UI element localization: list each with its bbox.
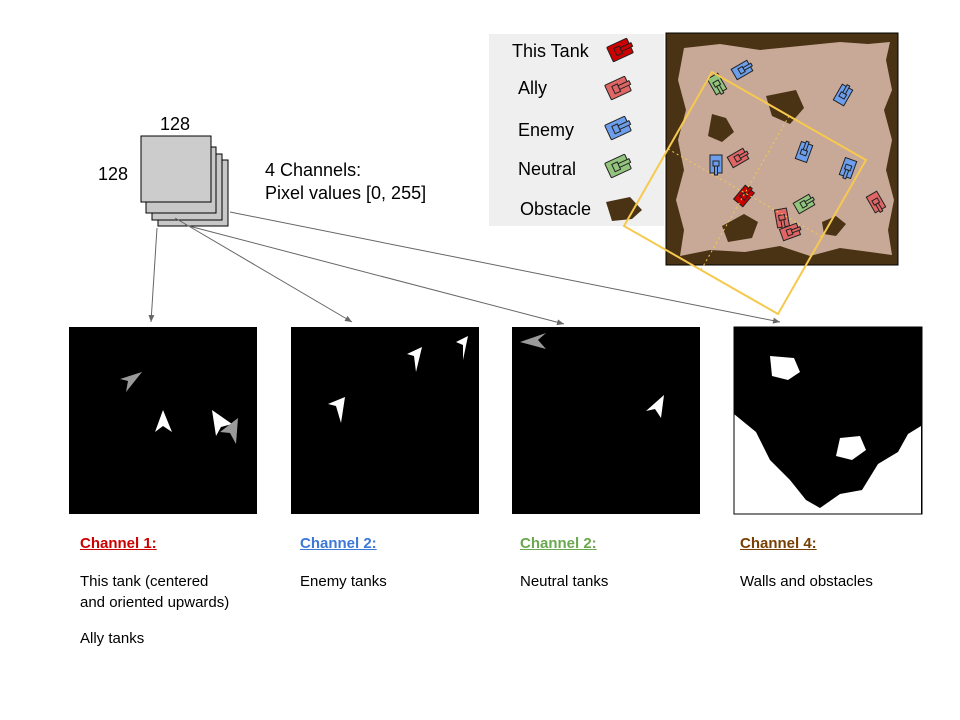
ch3-neutral-arrow [520,333,546,349]
channel-1-desc-line1: This tank (centered [80,573,209,590]
channel-3-desc: Neutral tanks [520,573,609,590]
map-enemy-tank [730,59,754,81]
legend-label-ally: Ally [518,78,548,98]
channel-1-desc-line4: Ally tanks [80,630,145,647]
ch2-enemy-arrow [456,336,468,360]
legend-label-neutral: Neutral [518,159,577,179]
stack-desc-line1: 4 Channels: [265,160,362,180]
channel-2-desc: Enemy tanks [300,573,387,590]
ch4-obstacle [836,436,866,460]
channel-stack-layers [140,135,229,227]
map-obstacle-4 [822,216,846,236]
map-ally-tank [865,190,887,214]
legend-label-enemy: Enemy [518,120,575,140]
legend-box [489,34,664,226]
map-obstacle-3 [722,214,758,242]
ch1-ally-arrow [220,418,238,444]
ch2-enemy-arrow [407,347,422,372]
map-enemy-tank [709,154,723,176]
map-neutral-tank [706,72,728,96]
channel-1-title: Channel 1: [80,535,157,552]
stack-height-label: 128 [98,164,129,184]
legend-label-obstacle: Obstacle [520,199,592,219]
ch4-wall-region [734,414,921,514]
map-enemy-tank [794,140,814,164]
channel-stack [140,134,232,228]
map-enemy-tank [838,156,858,180]
channel-4-title: Channel 4: [740,535,817,552]
obstacle-icon [606,197,642,221]
arrow-to-channel-4 [229,211,781,324]
ch2-enemy-arrow [328,397,345,423]
stack-desc-line2: Pixel values [0, 255] [265,183,427,203]
map-ally-tank [726,147,750,169]
ch1-this-tank-arrow [155,410,172,432]
stack-width-label: 128 [160,114,191,134]
enemy-tank-icon [604,115,632,141]
map-obstacle-1 [766,90,804,124]
channel-4-desc: Walls and obstacles [740,573,873,590]
ch3-neutral-arrow [646,395,664,418]
map-ally-tank [778,222,802,242]
ch1-ally-arrow [120,372,142,392]
tank-view-box [622,70,868,316]
channel-1-desc-line2: and oriented upwards) [80,594,230,611]
map-neutral-tank [792,193,816,215]
this-tank-icon [606,37,634,63]
channel-2-title: Channel 2: [300,535,377,552]
arrow-to-channel-3 [184,224,565,326]
channel-2-panel [291,327,479,514]
map-obstacle-2 [708,114,734,142]
arrow-to-channel-2 [174,217,353,323]
map-enemy-tank [832,83,854,107]
legend-label-this-tank: This Tank [512,41,589,61]
map-this-tank [732,184,756,208]
channel-3-title: Channel 2: [520,535,597,552]
ch4-obstacle [770,356,800,380]
arrow-to-channel-1 [148,227,158,323]
ch1-ally-arrow [212,410,232,436]
neutral-tank-icon [604,153,632,179]
ally-tank-icon [604,75,632,101]
channel-3-panel [512,327,700,514]
